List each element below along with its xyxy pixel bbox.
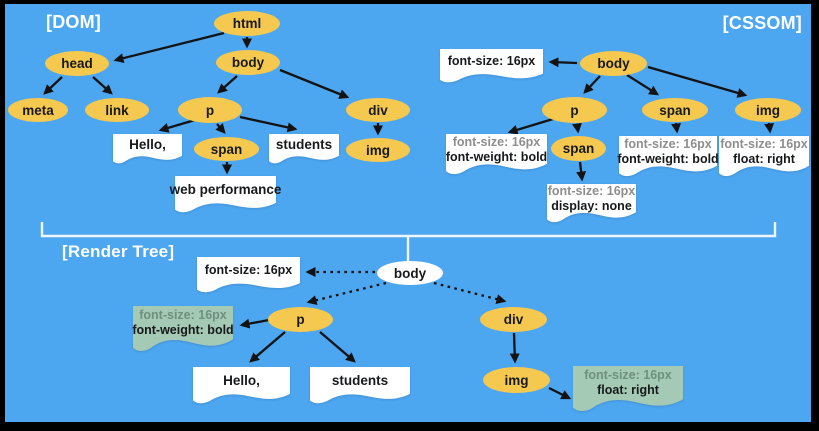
render-rule-body-line1: font-size: 16px bbox=[204, 263, 293, 278]
cssom-rule-span: font-size: 16px font-weight: bold bbox=[617, 136, 719, 177]
render-tree-section-label: [Render Tree] bbox=[62, 242, 175, 261]
dom-node-img: img bbox=[346, 138, 410, 162]
document-shape bbox=[175, 176, 276, 213]
dom-section-label: [DOM] bbox=[46, 12, 101, 32]
cssom-node-span: span bbox=[642, 98, 708, 122]
cssom-rule-p-line2: font-weight: bold bbox=[445, 150, 548, 164]
render-rule-body: font-size: 16px bbox=[197, 257, 300, 293]
render-node-p: p bbox=[268, 307, 333, 332]
cssom-node-img: img bbox=[735, 98, 801, 122]
dom-textnode-web-performance: web performance bbox=[170, 176, 281, 213]
render-rule-img-line2: float: right bbox=[597, 383, 659, 397]
render-rule-p: font-size: 16px font-weight: bold bbox=[132, 306, 234, 352]
document-shape bbox=[193, 367, 290, 404]
cssom-section-label: [CSSOM] bbox=[722, 13, 802, 33]
cssom-rule-img: font-size: 16px float: right bbox=[719, 136, 809, 177]
dom-node-meta: meta bbox=[8, 98, 68, 122]
document-shape bbox=[547, 184, 636, 223]
cssom-rule-img-line2: float: right bbox=[733, 152, 795, 166]
dom-textnode-students: students bbox=[269, 134, 339, 164]
cssom-node-body: body bbox=[580, 51, 647, 76]
render-node-div: div bbox=[480, 307, 547, 332]
cssom-rule-span-child-line1: font-size: 16px bbox=[547, 184, 636, 199]
document-shape bbox=[440, 49, 543, 83]
document-shape bbox=[446, 134, 547, 175]
cssom-rule-span-line1: font-size: 16px bbox=[624, 137, 712, 152]
render-textnode-hello-label: Hello, bbox=[223, 373, 260, 389]
cssom-node-p: p bbox=[542, 97, 607, 123]
document-shape bbox=[197, 257, 300, 293]
document-shape bbox=[310, 367, 410, 404]
document-shape bbox=[619, 136, 717, 177]
dom-node-div: div bbox=[346, 98, 410, 122]
render-node-img: img bbox=[483, 367, 550, 393]
dom-textnode-students-label: students bbox=[275, 136, 333, 152]
cssom-rule-span-child-line2: display: none bbox=[551, 199, 632, 213]
document-shape bbox=[719, 136, 809, 177]
dom-textnode-hello-label: Hello, bbox=[129, 136, 166, 152]
render-rule-p-line1: font-size: 16px bbox=[139, 308, 227, 323]
render-textnode-students: students bbox=[310, 367, 410, 404]
render-node-body: body bbox=[377, 261, 443, 285]
document-shape bbox=[113, 134, 182, 164]
dom-node-head: head bbox=[45, 51, 109, 76]
cssom-rule-span-line2: font-weight: bold bbox=[617, 152, 719, 166]
document-shape bbox=[133, 306, 233, 352]
dom-node-html: html bbox=[214, 11, 280, 36]
dom-node-span: span bbox=[194, 137, 259, 161]
cssom-rule-body-line1: font-size: 16px bbox=[447, 54, 536, 69]
dom-textnode-hello: Hello, bbox=[113, 134, 182, 164]
cssom-rule-p-line1: font-size: 16px bbox=[452, 135, 541, 150]
dom-node-body: body bbox=[216, 50, 280, 75]
cssom-rule-img-line1: font-size: 16px bbox=[720, 137, 808, 152]
cssom-rule-span-child: font-size: 16px display: none bbox=[547, 184, 636, 223]
dom-node-p: p bbox=[178, 97, 242, 123]
cssom-node-span-child: span bbox=[551, 136, 606, 161]
document-shape bbox=[573, 366, 683, 412]
render-rule-img: font-size: 16px float: right bbox=[573, 366, 683, 412]
cssom-rule-body: font-size: 16px bbox=[440, 49, 543, 83]
render-rule-img-line1: font-size: 16px bbox=[584, 368, 672, 383]
cssom-rule-p: font-size: 16px font-weight: bold bbox=[446, 134, 547, 175]
dom-textnode-web-performance-label: web performance bbox=[169, 182, 282, 198]
document-shape bbox=[269, 134, 339, 164]
render-textnode-hello: Hello, bbox=[193, 367, 290, 404]
diagram-background bbox=[5, 4, 811, 422]
dom-node-link: link bbox=[85, 98, 149, 122]
render-textnode-students-label: students bbox=[331, 373, 389, 389]
render-rule-p-line2: font-weight: bold bbox=[132, 323, 234, 337]
